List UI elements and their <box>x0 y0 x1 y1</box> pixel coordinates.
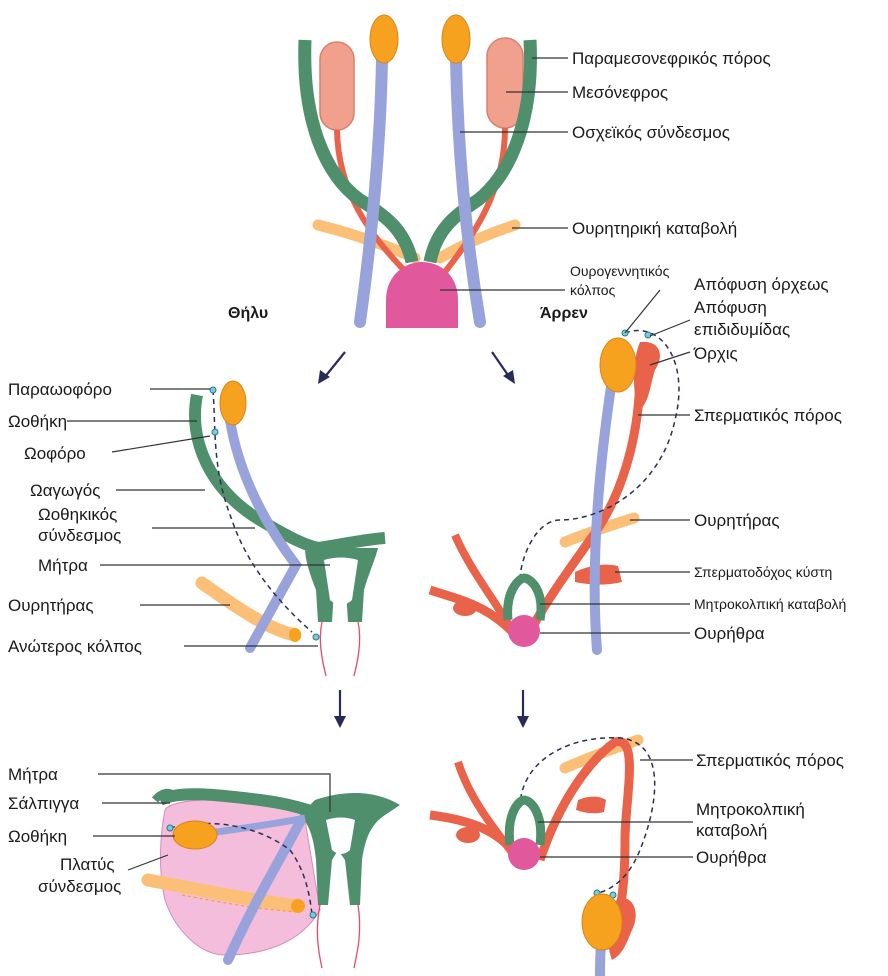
label-urogenital-sinus-line2: κόλπος <box>570 282 616 298</box>
label-appendix-testis: Απόφυση όρχεως <box>694 275 829 294</box>
label-urethra-adult: Ουρήθρα <box>696 848 767 867</box>
gubernaculum-left <box>360 60 382 322</box>
label-paroophoron: Ωοφόρο <box>24 444 86 463</box>
label-uterovaginal-primordium-adult-line1: Μητροκολπική <box>696 800 805 819</box>
female-ovary <box>220 381 246 425</box>
mesonephros-left <box>320 42 354 130</box>
label-uterovaginal-primordium-mid: Μητροκολπική καταβολή <box>694 596 846 612</box>
male-mid-stage: Απόφυση όρχεως Απόφυση επιδιδυμίδας Όρχι… <box>430 275 846 650</box>
female-mid-stage: Παραωοφόρο Ωοθήκη Ωοφόρο Ωαγωγός Ωοθηκικ… <box>8 380 385 676</box>
label-urethra-mid: Ουρήθρα <box>694 624 765 643</box>
male-urethra-adult <box>508 838 540 870</box>
label-paramesonephric-duct: Παραμεσονεφρικός πόρος <box>572 49 771 68</box>
male-epididymis <box>634 342 660 410</box>
arrow-to-female-bottom <box>334 690 346 728</box>
gonad-right <box>442 15 470 63</box>
label-seminal-vesicle: Σπερματοδόχος κύστη <box>694 564 832 580</box>
label-ductus-deferens-mid: Σπερματικός πόρος <box>694 406 842 425</box>
label-broad-ligament-line1: Πλατύς <box>60 855 115 874</box>
gubernaculum-right <box>456 60 480 322</box>
label-mesonephros: Μεσόνεφρος <box>572 83 668 102</box>
label-ovary-adult: Ωοθήκη <box>8 827 67 846</box>
label-uterovaginal-primordium-adult-line2: καταβολή <box>696 821 767 840</box>
mesonephros-right <box>487 38 523 128</box>
label-appendix-epididymis-line2: επιδιδυμίδας <box>694 320 790 339</box>
male-ductus-deferens-right-adult <box>540 741 629 920</box>
male-testis <box>600 338 636 392</box>
heading-male: Άρρεν <box>540 305 588 322</box>
label-ureter-male: Ουρητήρας <box>694 511 780 530</box>
female-uterine-tube <box>195 395 318 548</box>
label-upper-vagina: Ανώτερος κόλπος <box>8 637 142 656</box>
male-adult-stage: Σπερματικός πόρος Μητροκολπική καταβολή … <box>430 738 844 976</box>
label-ureteric-bud: Ουρητηρική καταβολή <box>572 219 737 238</box>
female-adult-stage: Μήτρα Σάλπιγγα Ωοθήκη Πλατύς σύνδεσμος <box>8 765 400 968</box>
label-salpinx: Σάλπιγγα <box>8 794 79 813</box>
male-urethra <box>508 615 540 647</box>
label-testis: Όρχις <box>693 344 738 363</box>
arrow-to-female-mid <box>318 352 345 384</box>
label-uterus-mid: Μήτρα <box>38 556 88 575</box>
label-uterus-adult: Μήτρα <box>8 765 58 784</box>
label-gubernaculum: Οσχεϊκός σύνδεσμος <box>572 123 730 142</box>
label-ductus-deferens-adult: Σπερματικός πόρος <box>696 751 844 770</box>
arrow-to-male-bottom <box>517 690 529 728</box>
label-ovary-mid: Ωοθήκη <box>8 412 67 431</box>
gonad-left <box>370 15 398 63</box>
arrow-to-male-mid <box>492 352 515 384</box>
label-ureter-female: Ουρητήρας <box>8 596 94 615</box>
label-broad-ligament-line2: σύνδεσμος <box>38 877 121 896</box>
label-ovarian-ligament-line2: σύνδεσμος <box>38 526 121 545</box>
female-ovary-adult <box>173 821 217 849</box>
label-ovarian-ligament-line1: Ωοθηκικός <box>38 505 117 524</box>
label-epoophoron: Παραωοφόρο <box>8 380 112 399</box>
male-testis-adult <box>582 894 622 950</box>
label-urogenital-sinus-line1: Ουρογεννητικός <box>570 263 670 279</box>
label-uterine-tube: Ωαγωγός <box>30 481 100 500</box>
heading-female: Θήλυ <box>228 305 268 322</box>
label-appendix-epididymis-line1: Απόφυση <box>694 298 767 317</box>
